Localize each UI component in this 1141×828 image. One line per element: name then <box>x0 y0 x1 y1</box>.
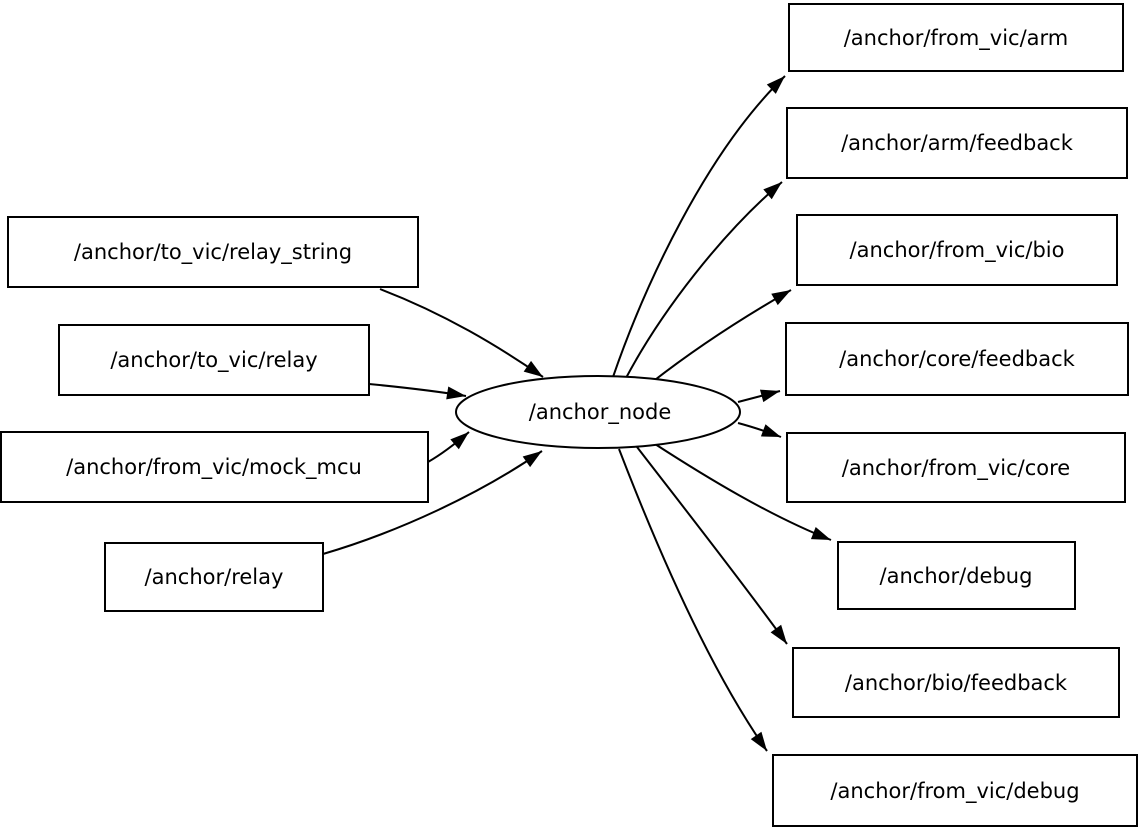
node-anchor-arm-feedback: /anchor/arm/feedback <box>786 107 1128 179</box>
node-anchor-from-vic-core: /anchor/from_vic/core <box>786 432 1126 503</box>
node-label: /anchor/from_vic/arm <box>844 26 1069 51</box>
node-box <box>788 3 1124 72</box>
edge-anchor-node-to-arm-feedback <box>625 181 783 379</box>
node-box <box>104 542 324 612</box>
edge-anchor-node-to-debug <box>654 443 832 541</box>
node-anchor-node: /anchor_node <box>455 375 741 449</box>
node-box <box>7 216 419 288</box>
edge-anchor-relay-to-anchor-node <box>322 450 543 555</box>
node-label: /anchor/core/feedback <box>839 347 1076 371</box>
edge-anchor-node-to-bio-feedback <box>636 446 788 645</box>
edge-anchor-node-to-core-feedback <box>737 389 781 403</box>
node-label: /anchor/from_vic/core <box>842 456 1070 481</box>
edge-anchor-node-to-from-vic-core <box>737 422 782 438</box>
node-label: /anchor/from_vic/mock_mcu <box>66 455 362 480</box>
node-label: /anchor/debug <box>880 564 1033 588</box>
node-box <box>772 754 1138 827</box>
edge-layer <box>322 75 832 752</box>
node-anchor-bio-feedback: /anchor/bio/feedback <box>792 647 1120 718</box>
node-anchor-from-vic-arm: /anchor/from_vic/arm <box>788 3 1124 72</box>
node-anchor-core-feedback: /anchor/core/feedback <box>785 322 1129 396</box>
edge-to-vic-relay-to-anchor-node <box>368 383 467 400</box>
node-anchor-from-vic-bio: /anchor/from_vic/bio <box>796 214 1118 286</box>
edge-anchor-node-to-from-vic-arm <box>612 75 786 378</box>
edge-anchor-node-to-from-vic-debug <box>618 448 768 752</box>
node-anchor-debug: /anchor/debug <box>837 541 1076 610</box>
node-box <box>792 647 1120 718</box>
node-box <box>786 107 1128 179</box>
node-ellipse <box>455 375 741 449</box>
node-anchor-relay: /anchor/relay <box>104 542 324 612</box>
node-box <box>785 322 1129 396</box>
node-label: /anchor/to_vic/relay_string <box>74 240 352 265</box>
edge-to-vic-relay-string-to-anchor-node <box>379 288 544 378</box>
edge-anchor-node-to-from-vic-bio <box>650 289 792 384</box>
node-box <box>796 214 1118 286</box>
node-label: /anchor/arm/feedback <box>841 131 1074 155</box>
node-label: /anchor/to_vic/relay <box>110 348 317 373</box>
node-anchor-from-vic-debug: /anchor/from_vic/debug <box>772 754 1138 827</box>
edge-from-vic-mock-mcu-to-anchor-node <box>427 431 470 463</box>
node-anchor-from-vic-mock-mcu: /anchor/from_vic/mock_mcu <box>0 431 429 503</box>
node-box <box>0 431 429 503</box>
node-box <box>837 541 1076 610</box>
node-label: /anchor/bio/feedback <box>845 671 1068 695</box>
node-box <box>786 432 1126 503</box>
node-label: /anchor/from_vic/debug <box>830 779 1079 804</box>
node-anchor-to-vic-relay-string: /anchor/to_vic/relay_string <box>7 216 419 288</box>
node-anchor-to-vic-relay: /anchor/to_vic/relay <box>58 324 370 396</box>
node-label: /anchor/relay <box>145 565 284 589</box>
node-label: /anchor_node <box>529 400 672 425</box>
node-label: /anchor/from_vic/bio <box>850 238 1065 263</box>
node-box <box>58 324 370 396</box>
